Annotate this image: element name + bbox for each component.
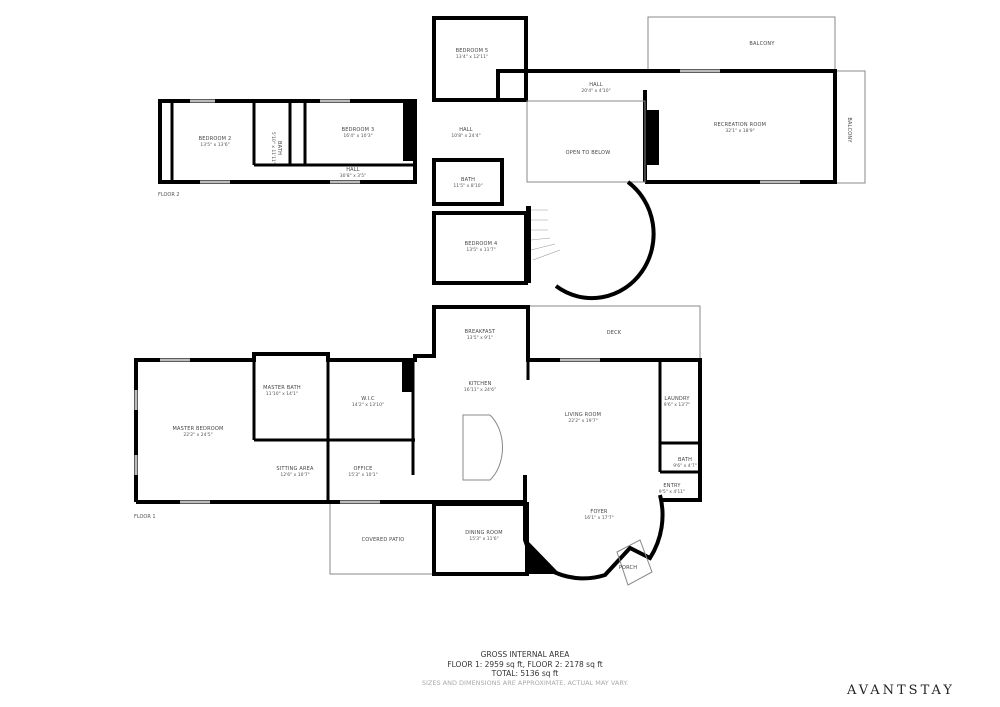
svg-text:FOYER: FOYER — [590, 509, 608, 515]
room-label-open-to-below: OPEN TO BELOW — [566, 150, 611, 156]
room-label-bedroom-3: BEDROOM 316'4" x 10'3" — [342, 127, 375, 139]
room-label-bedroom-4: BEDROOM 413'5" x 11'7" — [465, 241, 498, 253]
svg-text:DINING ROOM: DINING ROOM — [465, 530, 503, 536]
floor-2-plan: FLOOR 2 BEDROOM 513'4" x 12'11" BALCONY … — [158, 16, 866, 301]
svg-text:OFFICE: OFFICE — [353, 466, 372, 472]
svg-text:W.I.C: W.I.C — [361, 396, 375, 402]
svg-text:BALCONY: BALCONY — [749, 41, 775, 47]
room-label-deck: DECK — [607, 330, 622, 336]
svg-text:RECREATION ROOM: RECREATION ROOM — [714, 122, 766, 128]
svg-text:30'8" x 3'5": 30'8" x 3'5" — [340, 173, 366, 179]
svg-text:HALL: HALL — [589, 82, 603, 88]
svg-text:16'11" x 24'6": 16'11" x 24'6" — [464, 387, 496, 393]
svg-text:20'4" x 4'10": 20'4" x 4'10" — [581, 88, 610, 94]
svg-text:13'5" x 13'6": 13'5" x 13'6" — [200, 142, 229, 148]
room-label-bedroom-2: BEDROOM 213'5" x 13'6" — [199, 136, 232, 148]
svg-text:BEDROOM 4: BEDROOM 4 — [465, 241, 498, 247]
svg-text:13'5" x 11'7": 13'5" x 11'7" — [466, 247, 495, 253]
svg-text:HALL: HALL — [459, 127, 473, 133]
brand-logo: AVANTSTAY — [847, 683, 955, 698]
svg-text:PORCH: PORCH — [619, 565, 637, 571]
area-title: GROSS INTERNAL AREA — [480, 650, 570, 659]
area-summary: GROSS INTERNAL AREA FLOOR 1: 2959 sq ft,… — [380, 650, 670, 688]
room-label-bedroom-5: BEDROOM 513'4" x 12'11" — [456, 48, 489, 60]
bedroom-5-walls — [432, 16, 528, 102]
svg-text:15'3" x 11'6": 15'3" x 11'6" — [469, 536, 498, 542]
svg-text:12'6" x 10'7": 12'6" x 10'7" — [280, 472, 309, 478]
balcony-top — [647, 16, 836, 72]
svg-text:BEDROOM 5: BEDROOM 5 — [456, 48, 489, 54]
floor-2-label: FLOOR 2 — [158, 192, 180, 198]
svg-text:13'4" x 12'11": 13'4" x 12'11" — [456, 54, 488, 60]
svg-text:11'10" x 14'1": 11'10" x 14'1" — [266, 391, 298, 397]
svg-text:9'5" x 4'11": 9'5" x 4'11" — [659, 489, 685, 495]
area-floors: FLOOR 1: 2959 sq ft, FLOOR 2: 2178 sq ft — [447, 659, 603, 669]
svg-text:HALL: HALL — [346, 167, 360, 173]
svg-text:16'4" x 10'3": 16'4" x 10'3" — [343, 133, 372, 139]
svg-text:LIVING ROOM: LIVING ROOM — [565, 412, 601, 418]
floor-1-label: FLOOR 1 — [134, 514, 156, 520]
west-wing-walls — [158, 99, 417, 184]
svg-text:10'8" x 24'4": 10'8" x 24'4" — [451, 133, 480, 139]
svg-text:14'2" x 13'10": 14'2" x 13'10" — [352, 402, 384, 408]
svg-text:BATH: BATH — [461, 177, 475, 183]
room-label-balcony-side: BALCONY — [846, 117, 852, 143]
svg-text:15'3" x 10'1": 15'3" x 10'1" — [348, 472, 377, 478]
svg-text:DECK: DECK — [607, 330, 622, 336]
room-label-wic: W.I.C14'2" x 13'10" — [352, 396, 384, 408]
room-label-covered-patio: COVERED PATIO — [362, 537, 405, 543]
svg-text:LAUNDRY: LAUNDRY — [664, 396, 690, 402]
svg-text:COVERED PATIO: COVERED PATIO — [362, 537, 405, 543]
svg-text:9'6" x 4'7": 9'6" x 4'7" — [673, 463, 697, 469]
svg-text:BATH: BATH — [276, 141, 282, 155]
svg-text:BEDROOM 2: BEDROOM 2 — [199, 136, 232, 142]
svg-text:16'1" x 17'7": 16'1" x 17'7" — [584, 515, 613, 521]
svg-text:BATH: BATH — [678, 457, 692, 463]
svg-text:KITCHEN: KITCHEN — [468, 381, 491, 387]
room-label-porch: PORCH — [619, 565, 637, 571]
svg-text:BALCONY: BALCONY — [846, 117, 852, 143]
svg-text:32'1" x 18'9": 32'1" x 18'9" — [725, 128, 754, 134]
svg-text:9'6" x 13'7": 9'6" x 13'7" — [664, 402, 690, 408]
svg-text:BREAKFAST: BREAKFAST — [465, 329, 496, 335]
svg-text:MASTER BATH: MASTER BATH — [263, 385, 301, 391]
svg-text:OPEN TO BELOW: OPEN TO BELOW — [566, 150, 611, 156]
disclaimer: SIZES AND DIMENSIONS ARE APPROXIMATE, AC… — [421, 678, 629, 687]
area-total: TOTAL: 5136 sq ft — [491, 669, 559, 678]
svg-text:22'2" x 19'7": 22'2" x 19'7" — [568, 418, 597, 424]
svg-text:SITTING AREA: SITTING AREA — [276, 466, 314, 472]
svg-text:ENTRY: ENTRY — [663, 483, 681, 489]
svg-text:MASTER BEDROOM: MASTER BEDROOM — [172, 426, 223, 432]
svg-text:22'2" x 24'5": 22'2" x 24'5" — [183, 432, 212, 438]
svg-text:BEDROOM 3: BEDROOM 3 — [342, 127, 375, 133]
svg-text:5'10" x 11'11": 5'10" x 11'11" — [270, 132, 276, 164]
svg-text:11'5" x 8'10": 11'5" x 8'10" — [453, 183, 482, 189]
svg-text:13'5" x 9'1": 13'5" x 9'1" — [467, 335, 493, 341]
room-label-balcony: BALCONY — [749, 41, 775, 47]
bath-walls — [432, 158, 504, 206]
